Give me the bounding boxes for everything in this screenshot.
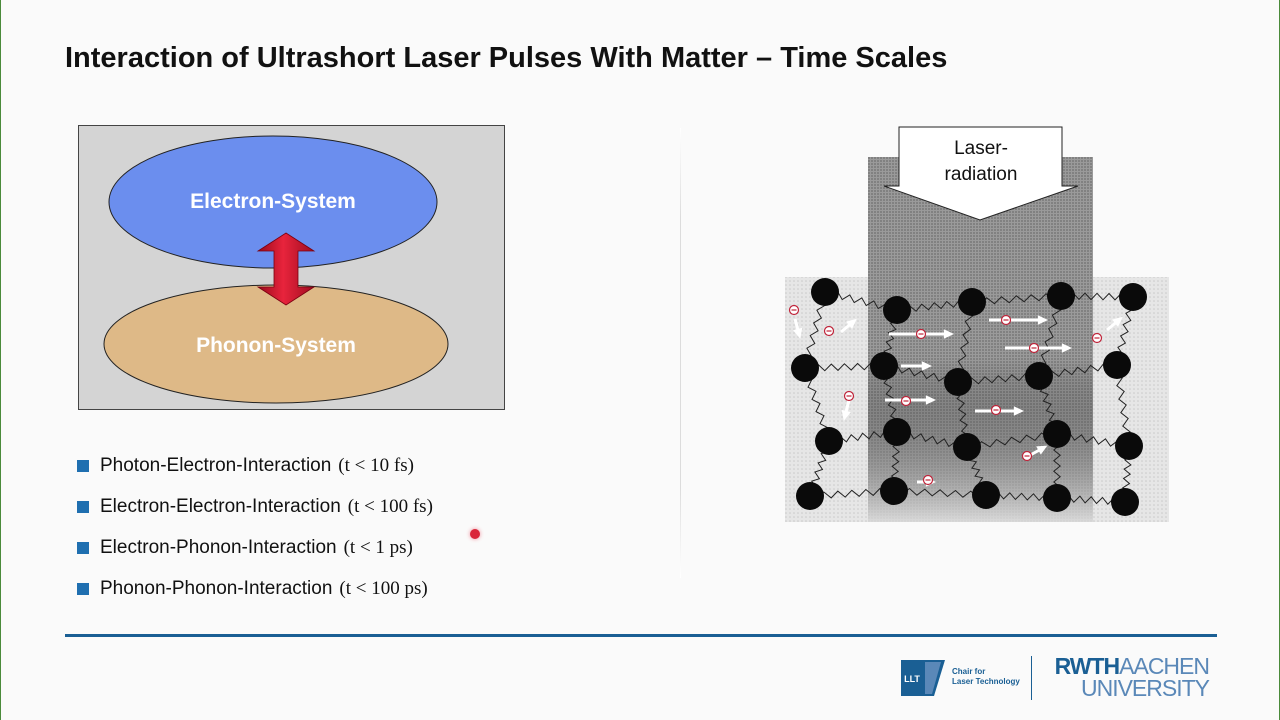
bullet-square-icon — [77, 582, 89, 595]
svg-text:LLT: LLT — [904, 674, 920, 684]
arrow-head-icon — [1112, 316, 1123, 327]
atom-icon — [972, 481, 1000, 509]
rwth-word: RWTH — [1054, 653, 1121, 679]
atom-icon — [796, 482, 824, 510]
arrow-head-icon — [1036, 445, 1048, 455]
footer-logos: LLT Chair for Laser Technology RWTHAACHE… — [901, 654, 1211, 704]
lattice-spring — [893, 487, 987, 499]
arrow-head-icon — [841, 409, 851, 421]
arrow-head-icon — [943, 329, 954, 339]
laser-pointer-dot — [470, 529, 480, 539]
arrow-head-icon — [1061, 343, 1072, 353]
atom-icon — [1103, 351, 1131, 379]
footer-rule — [65, 634, 1217, 637]
list-item: Phonon-Phonon-Interaction (t < 100 ps) — [77, 568, 433, 609]
phonon-system-label: Phonon-System — [196, 334, 356, 357]
atom-icon — [1111, 488, 1139, 516]
atom-icon — [1043, 484, 1071, 512]
double-arrow-icon — [256, 232, 316, 306]
laser-arrow-icon — [883, 126, 1079, 221]
arrow-head-icon — [1013, 406, 1024, 416]
atom-icon — [953, 433, 981, 461]
atom-icon — [811, 278, 839, 306]
atom-icon — [883, 296, 911, 324]
arrow-head-icon — [1037, 315, 1048, 325]
llt-caption-line1: Chair for — [952, 667, 986, 676]
electron-system-label: Electron-System — [190, 190, 356, 213]
llt-logo-icon: LLT — [901, 660, 945, 696]
interaction-timescale: (t < 100 ps) — [339, 577, 428, 599]
lattice-illustration: Laser- radiation — [781, 124, 1173, 526]
laser-label-line1: Laser- — [954, 138, 1008, 159]
bullet-square-icon — [77, 500, 89, 513]
interaction-label: Photon-Electron-Interaction — [100, 454, 332, 476]
rwth-logo: RWTHAACHEN UNIVERSITY — [1044, 653, 1210, 703]
atom-icon — [1047, 282, 1075, 310]
interaction-label: Electron-Phonon-Interaction — [100, 536, 337, 558]
atom-icon — [880, 477, 908, 505]
arrow-head-icon — [793, 327, 803, 339]
slide-title: Interaction of Ultrashort Laser Pulses W… — [65, 42, 948, 74]
interaction-label: Electron-Electron-Interaction — [100, 495, 341, 517]
atom-icon — [1043, 420, 1071, 448]
interaction-label: Phonon-Phonon-Interaction — [100, 577, 333, 599]
atom-icon — [1025, 362, 1053, 390]
arrow-head-icon — [925, 395, 936, 405]
atom-icon — [883, 418, 911, 446]
list-item: Electron-Electron-Interaction (t < 100 f… — [77, 486, 433, 527]
bullet-square-icon — [77, 541, 89, 554]
atom-icon — [870, 352, 898, 380]
lattice-spring — [971, 293, 1062, 306]
university-word: UNIVERSITY — [1080, 675, 1210, 701]
column-divider — [680, 128, 681, 578]
interaction-timescale: (t < 10 fs) — [338, 454, 414, 476]
bullet-square-icon — [77, 459, 89, 472]
lattice-spring — [809, 487, 895, 500]
lattice-spring — [1037, 295, 1062, 377]
electron-phonon-diagram: Electron-System Phonon-System — [78, 125, 505, 410]
atom-icon — [791, 354, 819, 382]
atom-icon — [1115, 432, 1143, 460]
list-item: Photon-Electron-Interaction (t < 10 fs) — [77, 445, 433, 486]
laser-label-line2: radiation — [945, 164, 1018, 185]
llt-caption: Chair for Laser Technology — [952, 667, 1020, 687]
aachen-word: AACHEN — [1119, 653, 1210, 679]
arrow-head-icon — [921, 361, 932, 371]
interaction-timescale: (t < 1 ps) — [343, 536, 413, 558]
arrow-head-icon — [846, 318, 857, 329]
electron-system-ellipse — [108, 135, 438, 269]
atom-icon — [815, 427, 843, 455]
lattice-spring — [966, 432, 1058, 450]
logo-separator — [1031, 656, 1032, 700]
interaction-list: Photon-Electron-Interaction (t < 10 fs) … — [77, 445, 433, 609]
interaction-timescale: (t < 100 fs) — [347, 495, 433, 517]
list-item: Electron-Phonon-Interaction (t < 1 ps) — [77, 527, 433, 568]
atom-icon — [1119, 283, 1147, 311]
lattice-spring — [1114, 364, 1131, 447]
atom-icon — [958, 288, 986, 316]
llt-caption-line2: Laser Technology — [952, 677, 1020, 686]
atom-icon — [944, 368, 972, 396]
